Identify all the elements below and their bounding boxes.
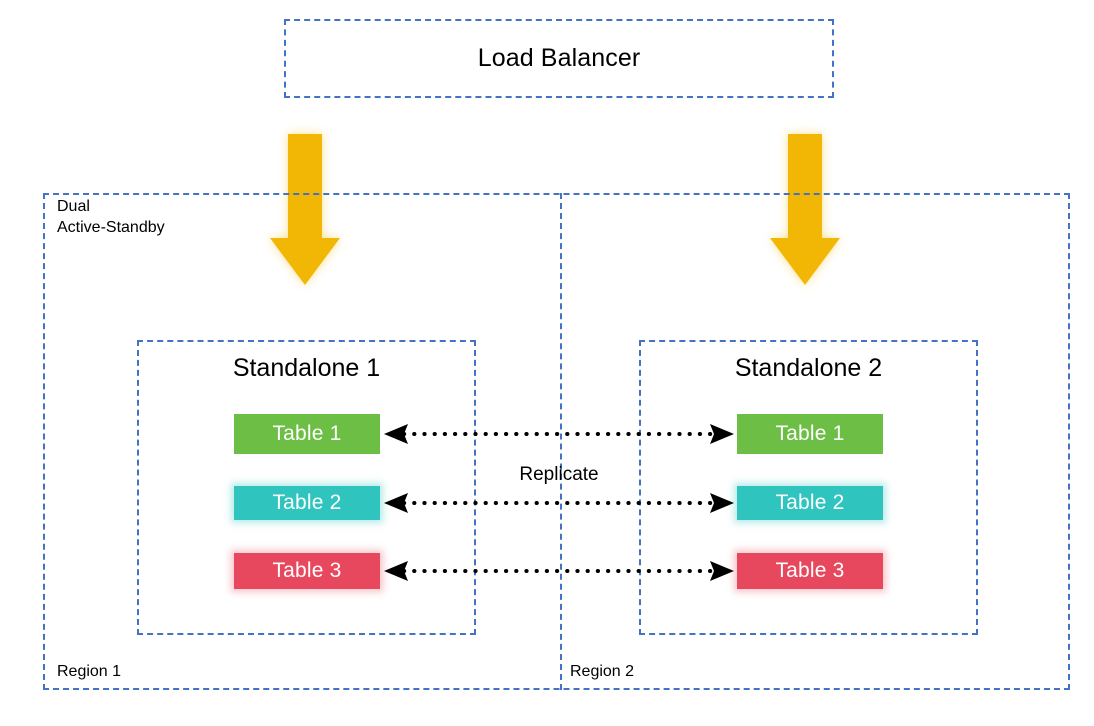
inbound-traffic-arrow-right bbox=[770, 134, 840, 285]
standalone-1-table-2[interactable]: Table 2 bbox=[234, 486, 380, 520]
load-balancer-label: Load Balancer bbox=[477, 44, 641, 72]
load-balancer-box[interactable]: Load Balancer bbox=[284, 19, 834, 98]
standalone-1-label: Standalone 1 bbox=[232, 354, 381, 382]
standalone-1-box[interactable] bbox=[137, 340, 476, 635]
replicate-label: Replicate bbox=[519, 464, 599, 485]
standalone-2-table-3[interactable]: Table 3 bbox=[737, 553, 883, 589]
region-2-label: Region 2 bbox=[570, 663, 635, 680]
standalone-2-table-1[interactable]: Table 1 bbox=[737, 414, 883, 454]
standalone-2-table-2[interactable]: Table 2 bbox=[737, 486, 883, 520]
standalone-2-box[interactable] bbox=[639, 340, 978, 635]
region-1-label: Region 1 bbox=[57, 663, 122, 680]
dual-active-standby-label: Dual Active-Standby bbox=[57, 198, 165, 236]
standalone-1-table-3[interactable]: Table 3 bbox=[234, 553, 380, 589]
standalone-1-table-1[interactable]: Table 1 bbox=[234, 414, 380, 454]
standalone-2-label: Standalone 2 bbox=[734, 354, 883, 382]
region-divider-line bbox=[560, 193, 562, 690]
inbound-traffic-arrow-left bbox=[270, 134, 340, 285]
dual-active-standby-box[interactable] bbox=[43, 193, 1070, 690]
